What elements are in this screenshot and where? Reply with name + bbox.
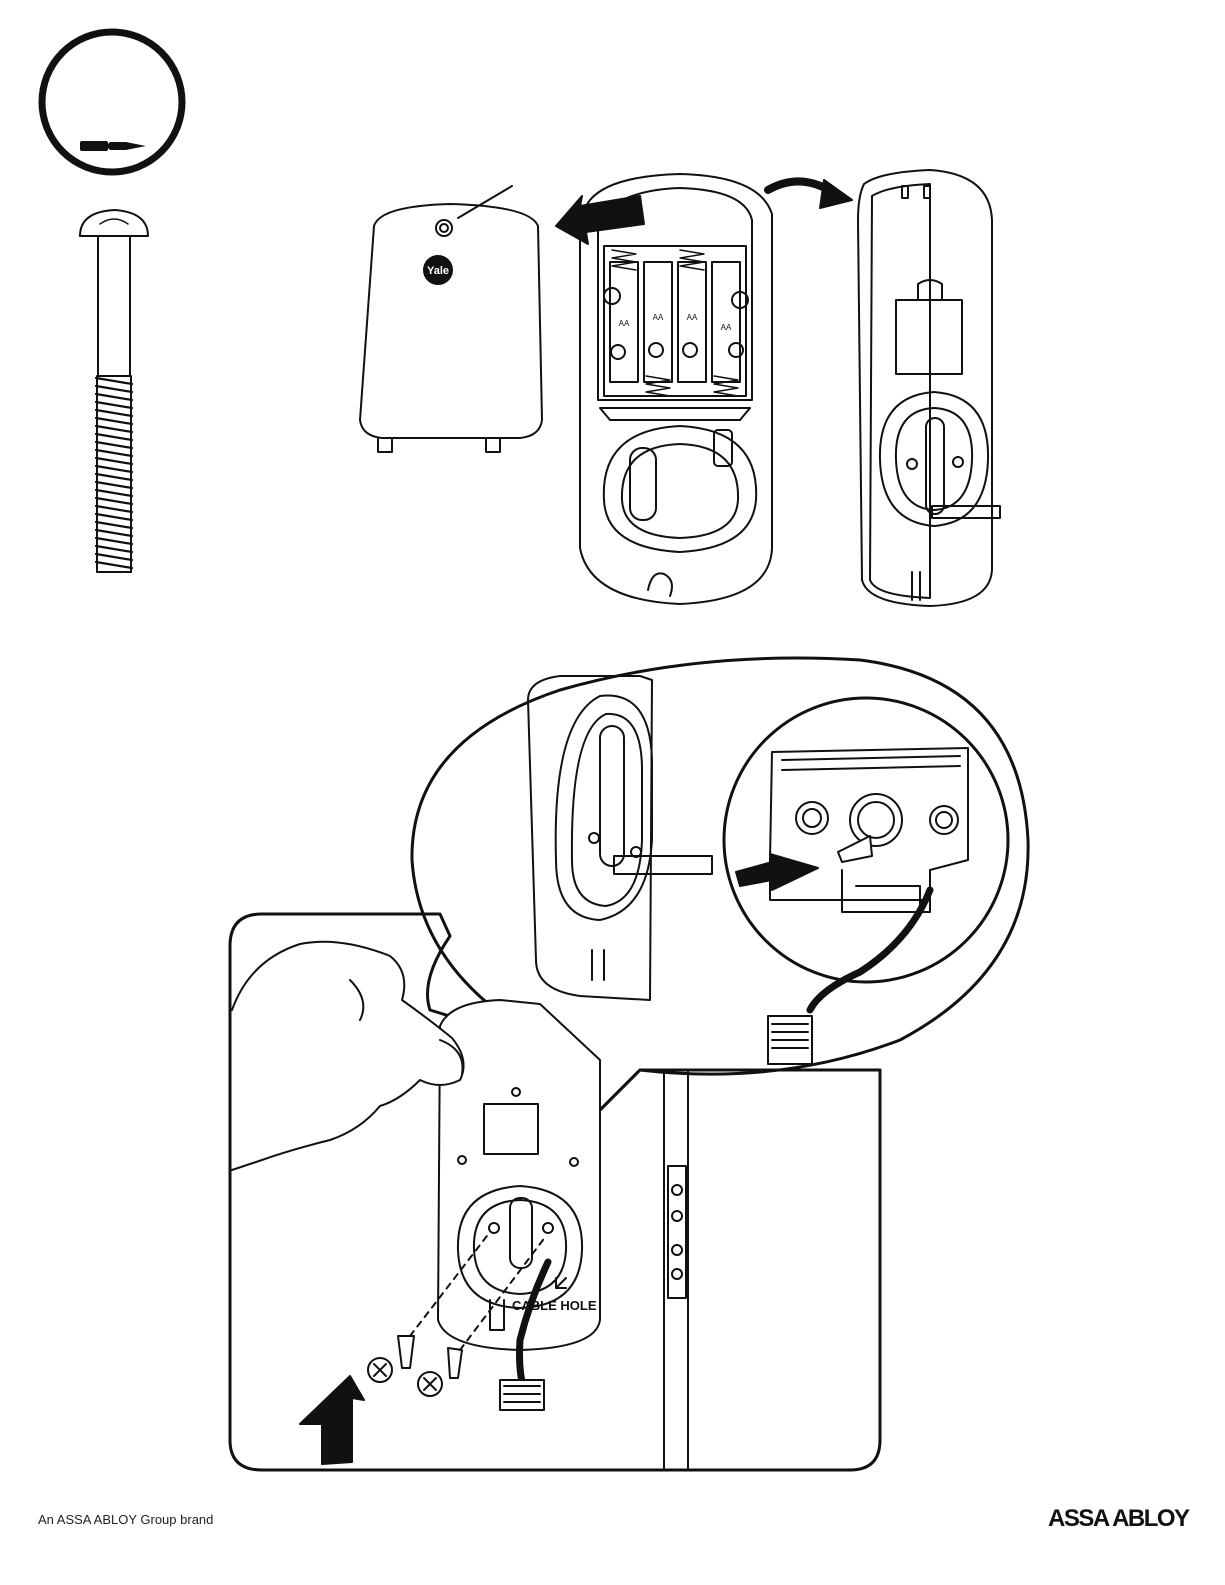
cable-hole-label: CABLE HOLE	[512, 1298, 597, 1313]
screw-icon	[80, 210, 148, 572]
battery-cover	[360, 186, 542, 452]
footer-logo: ASSA ABLOY	[1048, 1505, 1189, 1533]
battery-label: AA	[721, 323, 732, 332]
brand-logo: Yale	[427, 265, 449, 277]
battery-label: AA	[619, 319, 630, 328]
footer-brand-statement: An ASSA ABLOY Group brand	[38, 1512, 213, 1527]
battery-label: AA	[687, 313, 698, 322]
arrow-icon	[300, 1376, 364, 1464]
mounting-plate	[858, 170, 1000, 606]
lock-interior-unit	[580, 174, 772, 604]
screwdriver-icon	[42, 32, 182, 172]
battery-label: AA	[653, 313, 664, 322]
